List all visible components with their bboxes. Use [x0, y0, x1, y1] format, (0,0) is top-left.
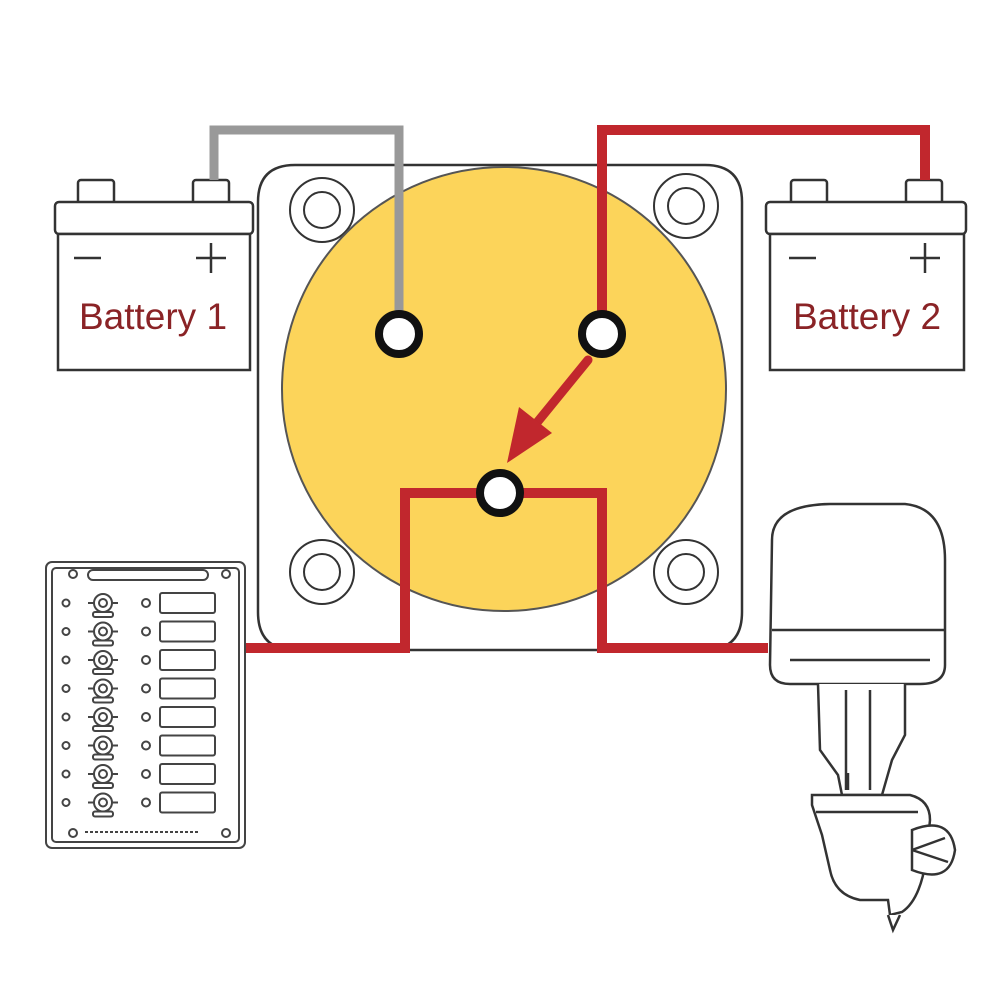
mounting-hole-bottom-right — [653, 539, 719, 605]
wire-battery-2-to-terminal-2 — [597, 125, 930, 322]
panel-switch-row — [61, 706, 216, 732]
terminal-battery-2 — [578, 310, 626, 358]
mounting-hole-top-left — [289, 177, 355, 243]
mounting-hole-top-right — [653, 173, 719, 239]
panel-switch-row — [61, 763, 216, 789]
panel-switch-row — [61, 734, 216, 761]
battery-2 — [764, 178, 968, 372]
mounting-hole-bottom-left — [289, 539, 355, 605]
panel-switch-row — [61, 791, 216, 818]
panel-switch-row — [61, 649, 216, 675]
battery-1-label: Battery 1 — [79, 296, 227, 337]
wire-battery-1-to-terminal-1 — [209, 125, 404, 322]
switch-body — [281, 166, 727, 612]
battery-1 — [53, 178, 255, 372]
panel-switch-row — [61, 620, 216, 647]
wire-common-to-motor — [519, 488, 768, 653]
panel-switch-row — [61, 592, 216, 618]
selector-arrow-icon — [507, 355, 593, 463]
wire-common-to-panel — [245, 488, 481, 653]
terminal-common — [476, 469, 524, 517]
outboard-motor-icon — [768, 502, 957, 934]
battery-2-label: Battery 2 — [793, 296, 941, 337]
terminal-battery-1 — [375, 310, 423, 358]
panel-switch-row — [61, 677, 216, 704]
switch-panel-icon — [45, 561, 246, 849]
